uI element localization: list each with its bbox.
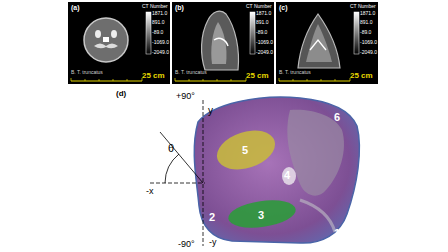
colorbar-value: -89.0 (152, 30, 163, 35)
colorbar-value: 891.0 (360, 20, 373, 25)
colorbar-value: 1871.0 (360, 11, 375, 16)
colorbar-title: CT Number (350, 4, 376, 9)
callout-number: 5 (242, 145, 248, 156)
panel-letter: (d) (116, 90, 126, 98)
colorbar-value: -1069.0 (360, 40, 377, 45)
ct-panel-b (172, 2, 274, 84)
scale-length: 25 cm (246, 72, 269, 80)
colorbar-value: -2049.0 (152, 50, 169, 55)
ct-panel-c (276, 2, 378, 84)
axis-label: -x (146, 187, 154, 196)
callout-number: 1 (334, 228, 340, 239)
angle-label: +90° (176, 92, 195, 101)
ct-panel-a (68, 2, 170, 84)
colorbar-title: CT Number (142, 4, 168, 9)
panel-letter: (b) (175, 4, 184, 11)
colorbar-value: -2049.0 (256, 50, 273, 55)
colorbar-value: -2049.0 (360, 50, 377, 55)
colorbar-value: -89.0 (256, 30, 267, 35)
scale-length: 25 cm (142, 72, 165, 80)
panel-letter: (c) (279, 4, 288, 11)
colorbar-value: 891.0 (152, 20, 165, 25)
axis-label: y (208, 106, 213, 116)
colorbar-value: -1069.0 (152, 40, 169, 45)
colorbar-value: 891.0 (256, 20, 269, 25)
panel-letter: (a) (71, 4, 80, 11)
colorbar-title: CT Number (246, 4, 272, 9)
colorbar-value: 1871.0 (152, 11, 167, 16)
angle-symbol: θ (168, 143, 174, 154)
callout-number: 3 (258, 210, 264, 221)
colorbar-value: -1069.0 (256, 40, 273, 45)
callout-number: 6 (334, 112, 340, 123)
callout-number: 2 (209, 212, 215, 223)
specimen-name: B. T. truncatus (279, 70, 311, 75)
scale-length: 25 cm (350, 72, 373, 80)
skull-3d-model (150, 97, 359, 246)
colorbar-value: 1871.0 (256, 11, 271, 16)
angle-label: -90° (178, 240, 195, 249)
specimen-name: B. T. truncatus (71, 70, 103, 75)
callout-number: 4 (284, 170, 290, 181)
axis-label: -y (209, 238, 217, 247)
specimen-name: B. T. truncatus (175, 70, 207, 75)
colorbar-value: -89.0 (360, 30, 371, 35)
